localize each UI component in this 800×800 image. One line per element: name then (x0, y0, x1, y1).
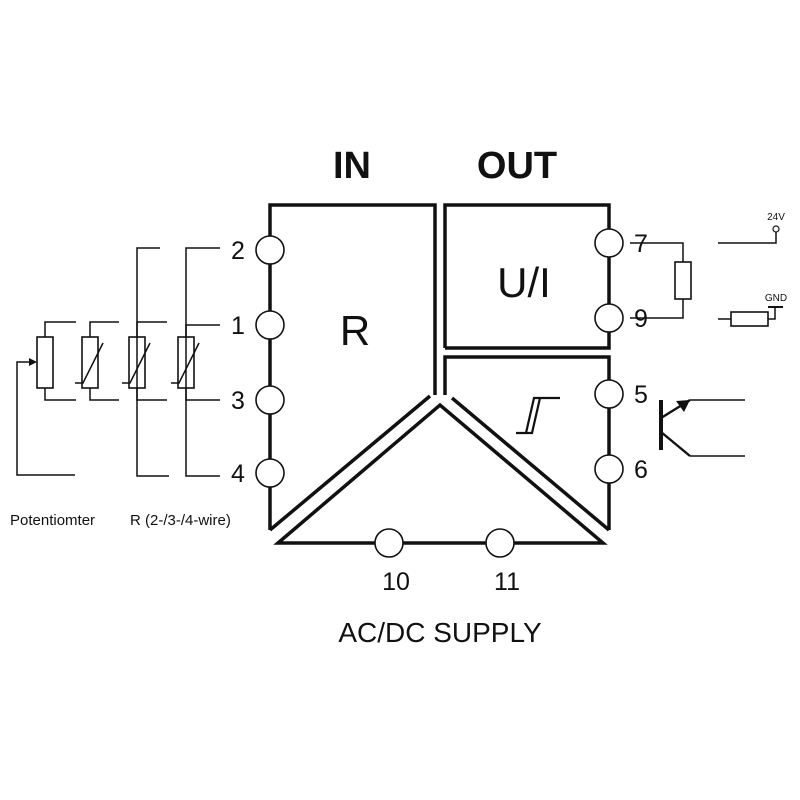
terminal-11[interactable] (485, 528, 515, 558)
input-sensor-wiring (16, 247, 220, 477)
terminal-6-label: 6 (634, 456, 648, 484)
output-load-resistor-symbol (674, 261, 692, 300)
supply-triangle-outline (273, 402, 608, 545)
terminal-4[interactable] (255, 458, 285, 488)
output-terminals: 7 9 5 6 (594, 228, 648, 484)
rtd-2wire-symbol (81, 336, 99, 389)
potentiometer-caption: Potentiomter (10, 512, 95, 529)
transistor-arrow-icon (676, 400, 690, 412)
output-block-diagonal (450, 396, 611, 532)
rail-24v-node-icon (772, 225, 780, 233)
rail-24v-label: 24V (767, 212, 785, 223)
module-housing (268, 203, 611, 545)
rtd-sense-lead-inner (185, 247, 220, 477)
rtd2-bottom-lead (136, 388, 167, 401)
output-block-label: U/I (497, 259, 551, 306)
output-load-wiring: 24V GND (630, 212, 787, 457)
terminal-3[interactable] (255, 385, 285, 415)
terminal-3-label: 3 (231, 387, 245, 415)
pot-top-lead (44, 321, 76, 337)
terminal-10[interactable] (374, 528, 404, 558)
rail-gnd-resistor-symbol (730, 311, 769, 327)
terminal-7-label: 7 (634, 230, 648, 258)
rtd1-top-lead (89, 321, 119, 337)
rtd1-bottom-lead (89, 388, 119, 401)
terminal-4-label: 4 (231, 460, 245, 488)
terminal-9[interactable] (594, 303, 624, 333)
terminal-5[interactable] (594, 379, 624, 409)
input-block-outline (268, 203, 437, 530)
rail-24v-lead (718, 232, 777, 244)
output-block-upper-outline (443, 203, 611, 350)
rail-gnd-label: GND (765, 293, 787, 304)
supply-terminals: 10 11 (374, 528, 520, 596)
input-block-label: R (340, 307, 370, 354)
supply-label: AC/DC SUPPLY (338, 617, 542, 648)
terminal-10-label: 10 (382, 568, 410, 596)
input-terminals: 2 1 3 4 (231, 235, 285, 488)
rtd1-characteristic-line (75, 342, 104, 384)
rtd-caption: R (2-/3-/4-wire) (130, 512, 231, 529)
terminal-1[interactable] (255, 310, 285, 340)
output-block-lower-outline (443, 355, 611, 530)
terminal-9-label: 9 (634, 305, 648, 333)
pot-wiper-lead (16, 361, 75, 476)
transistor-emitter-line (660, 431, 691, 457)
rail-gnd-lead-right (768, 307, 776, 320)
terminal-2-label: 2 (231, 237, 245, 265)
potentiometer-symbol (36, 336, 54, 389)
rtd3-characteristic-line (171, 342, 200, 384)
input-block-diagonal (268, 394, 432, 532)
limit-switch-icon (516, 396, 560, 435)
terminal-11-label: 11 (494, 568, 520, 596)
pot-wiper-arrow-icon (29, 358, 37, 366)
out-heading: OUT (477, 145, 557, 187)
rtd3-bottom-lead (185, 388, 220, 401)
rtd-sense-lead-outer (136, 247, 169, 477)
terminal-2[interactable] (255, 235, 285, 265)
in-heading: IN (333, 145, 371, 187)
rtd3-top-lead (185, 324, 220, 337)
rtd2-top-lead (136, 321, 167, 337)
terminal-7[interactable] (594, 228, 624, 258)
terminal-5-label: 5 (634, 381, 648, 409)
pot-bottom-lead (44, 388, 76, 401)
terminal-6[interactable] (594, 454, 624, 484)
terminal-1-label: 1 (231, 312, 245, 340)
rtd2-characteristic-line (122, 342, 151, 384)
